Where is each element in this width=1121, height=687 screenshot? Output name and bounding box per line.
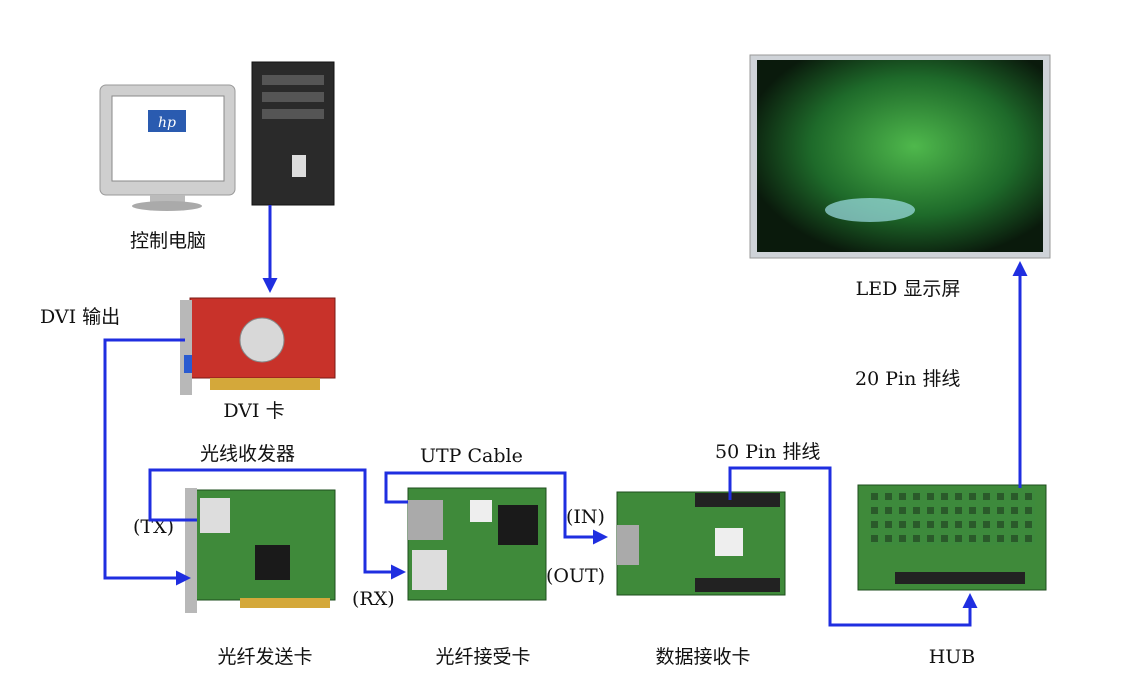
svg-text:hp: hp [158, 115, 176, 131]
led-screen-image [749, 54, 1051, 259]
dvi-output-label: DVI 输出 [40, 306, 120, 328]
data-receive-card-label: 数据接收卡 [655, 646, 750, 668]
pc-tower-image [251, 61, 335, 206]
hub-label: HUB [929, 646, 976, 668]
pc-label: 控制电脑 [130, 230, 206, 252]
data-receive-card-image [616, 491, 786, 596]
utp-cable-label: UTP Cable [420, 445, 523, 467]
20pin-label: 20 Pin 排线 [855, 368, 960, 390]
fiber-send-card-label: 光纤发送卡 [217, 646, 312, 668]
fiber-receive-card-image [407, 487, 547, 601]
hub-board-image [857, 484, 1047, 591]
out-label: (OUT) [546, 565, 605, 587]
fiber-transceiver-label: 光线收发器 [200, 443, 295, 465]
50pin-cable-line [728, 466, 978, 627]
monitor-image: hp [99, 84, 236, 211]
utp-cable-line [384, 471, 608, 545]
50pin-label: 50 Pin 排线 [715, 441, 820, 463]
rx-label: (RX) [352, 588, 395, 610]
hp-logo [148, 110, 186, 132]
fiber-line [148, 468, 406, 580]
in-label: (IN) [566, 506, 605, 528]
fiber-send-card-image [185, 488, 336, 613]
dvi-output-line [103, 338, 191, 586]
dvi-card-label: DVI 卡 [223, 400, 284, 422]
led-screen-label: LED 显示屏 [856, 278, 961, 300]
dvi-card-image [180, 297, 336, 395]
fiber-receive-card-label: 光纤接受卡 [435, 646, 530, 668]
